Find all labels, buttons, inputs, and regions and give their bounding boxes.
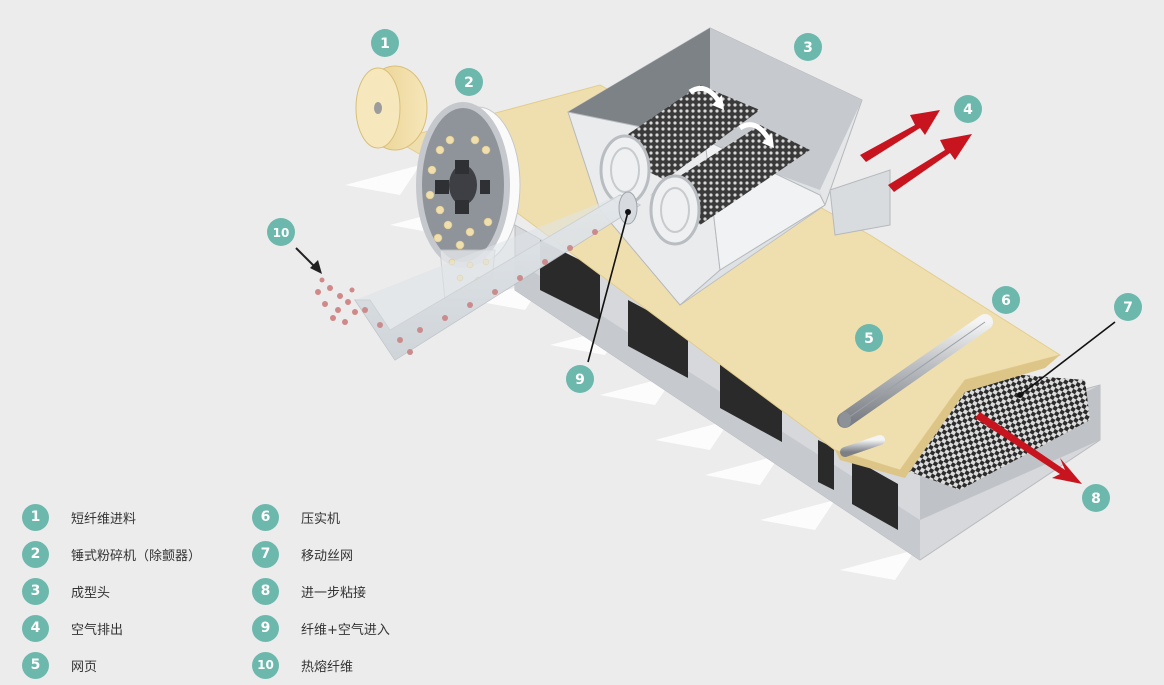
- callout-1: 1: [371, 29, 399, 57]
- callout-3: 3: [794, 33, 822, 61]
- further-bonding-arrow: [975, 412, 1082, 484]
- svg-text:1: 1: [380, 36, 390, 52]
- callout-5: 5: [855, 324, 883, 352]
- callout-10: 10: [267, 218, 295, 246]
- leader-lines: [587, 211, 1116, 396]
- svg-text:10: 10: [273, 226, 290, 240]
- forming-head: [567, 27, 891, 306]
- callout-4: 4: [954, 95, 982, 123]
- svg-text:8: 8: [1091, 491, 1101, 507]
- svg-text:6: 6: [1001, 293, 1011, 309]
- callout-8: 8: [1082, 484, 1110, 512]
- leader-dot-9: [625, 209, 631, 215]
- hot-melt-fiber-particles: [315, 277, 358, 325]
- callout-2: 2: [455, 68, 483, 96]
- air-exhaust-arrows: [860, 110, 972, 192]
- svg-text:4: 4: [963, 102, 973, 118]
- callout-6: 6: [992, 286, 1020, 314]
- callout-7: 7: [1114, 293, 1142, 321]
- leader-dot-7: [1017, 392, 1023, 398]
- svg-text:3: 3: [803, 40, 813, 56]
- callout-9: 9: [566, 365, 594, 393]
- svg-text:2: 2: [464, 75, 474, 91]
- svg-text:9: 9: [575, 372, 585, 388]
- feed-arrow: [295, 247, 322, 274]
- compactor-roller: [837, 314, 993, 457]
- svg-text:5: 5: [864, 331, 874, 347]
- fiber-air-inlet-tube: [354, 191, 642, 361]
- svg-text:7: 7: [1123, 300, 1133, 316]
- staple-fiber-roll: [355, 65, 428, 151]
